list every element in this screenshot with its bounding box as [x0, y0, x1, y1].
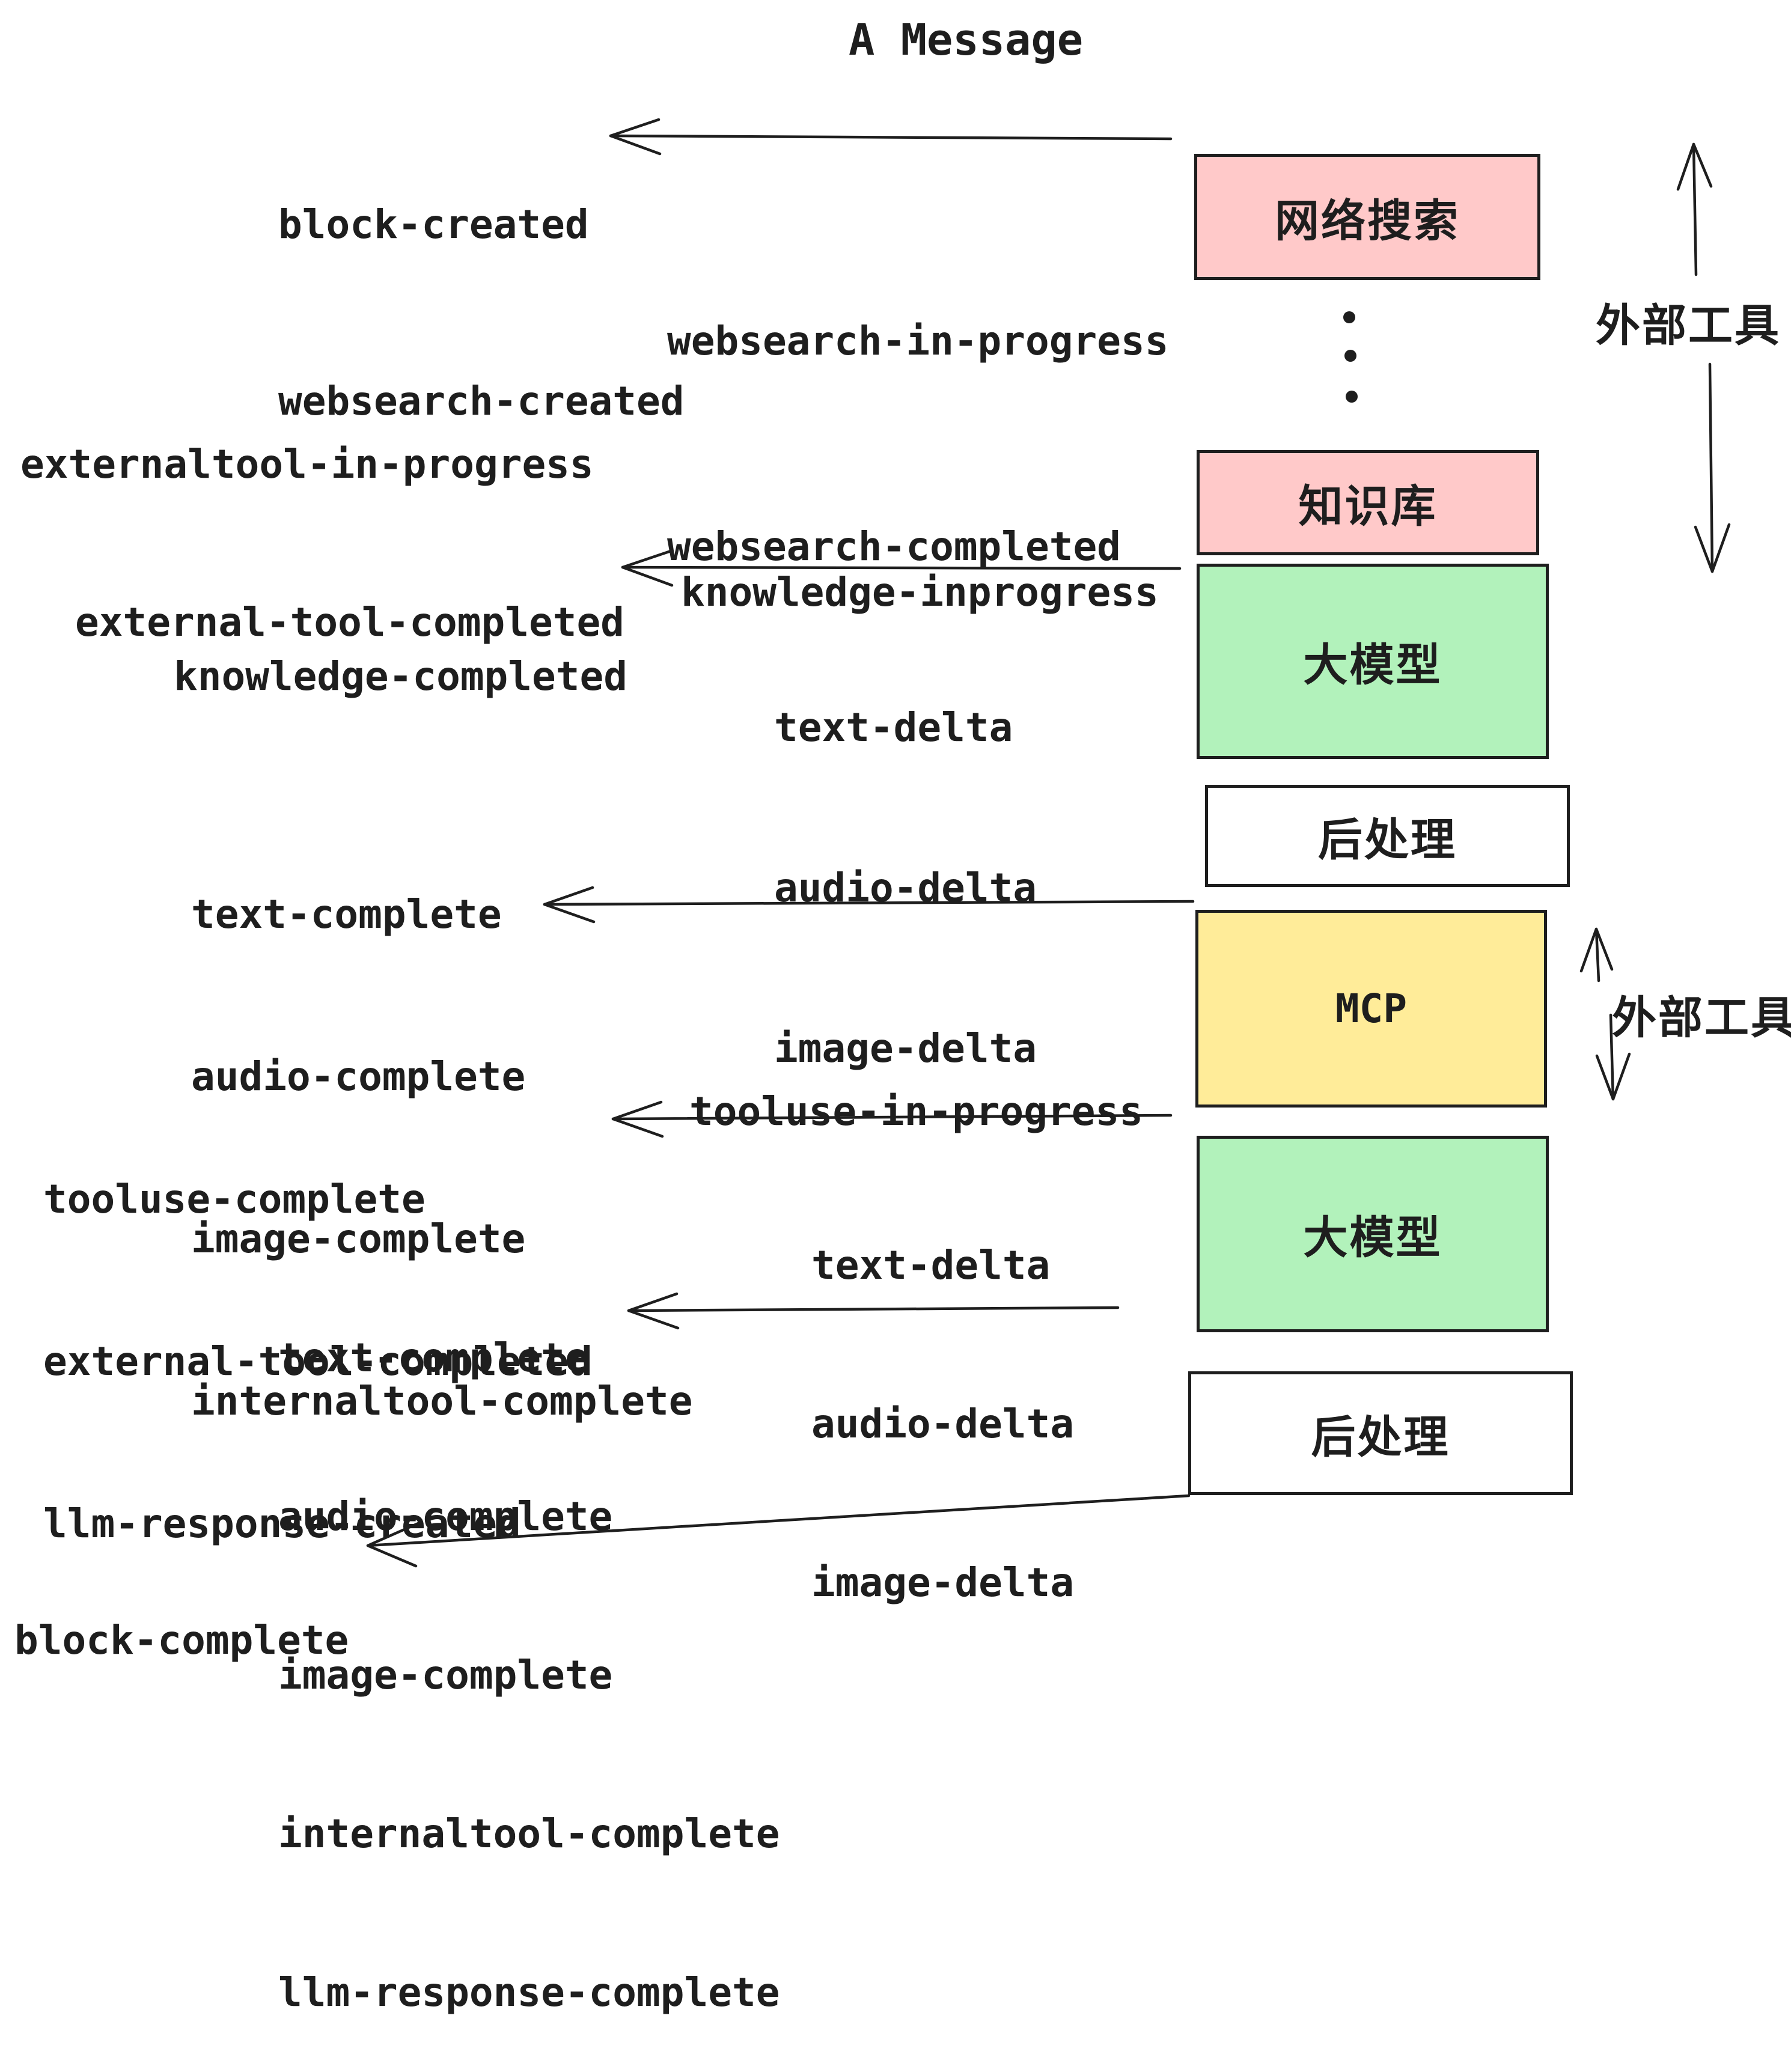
- event-label: image-delta: [774, 1025, 1037, 1071]
- event-group-created-top: block-created websearch-created: [278, 78, 685, 490]
- event-label: block-complete: [14, 1617, 349, 1663]
- event-label: text-delta: [774, 704, 1013, 751]
- dot: [1346, 391, 1358, 403]
- event-label: audio-complete: [191, 1053, 526, 1100]
- event-group-complete-top: text-complete audio-complete image-compl…: [191, 779, 692, 1482]
- arrow-image-complete-top: [543, 886, 1195, 924]
- arrow-head-left-icon: [366, 1521, 421, 1568]
- event-label: text-delta: [811, 1242, 1051, 1288]
- external-tools-mcp-label: 外部工具: [1612, 993, 1791, 1043]
- event-label: knowledge-completed: [174, 653, 627, 699]
- external-tools-top-up-arrow: [1676, 142, 1713, 276]
- event-group-knowledge-completed: knowledge-completed: [174, 556, 627, 749]
- event-label: llm-response-complete: [278, 1969, 780, 2016]
- mcp-box: MCP: [1195, 910, 1547, 1108]
- arrow-line: [621, 565, 1182, 570]
- arrow-head-down-icon: [1595, 1052, 1631, 1101]
- arrow-line: [1594, 927, 1600, 983]
- llm-box-bottom-label: 大模型: [1303, 1213, 1442, 1263]
- arrow-block-complete: [366, 1494, 1191, 1568]
- event-label: internaltool-complete: [278, 1811, 780, 1857]
- event-label: knowledge-inprogress: [681, 569, 1159, 615]
- event-label: text-complete: [191, 891, 502, 937]
- arrow-line: [1692, 142, 1698, 276]
- arrow-audio-complete-bottom: [627, 1292, 1120, 1330]
- arrow-line: [366, 1494, 1191, 1547]
- event-label: tooluse-in-progress: [689, 1088, 1143, 1135]
- arrow-head-left-icon: [609, 118, 662, 156]
- postprocess-box-top: 后处理: [1205, 785, 1570, 887]
- diagram-canvas: { "title": "A Message", "colors": { "ink…: [14, 14, 1791, 2016]
- event-label: websearch-in-progress: [667, 318, 1169, 364]
- postprocess-box-bottom-label: 后处理: [1311, 1412, 1450, 1462]
- llm-box-top-label: 大模型: [1303, 640, 1442, 690]
- event-label: block-created: [278, 201, 589, 248]
- arrow-head-left-icon: [611, 1100, 664, 1138]
- event-group-delta-bottom: text-delta audio-delta image-delta: [811, 1133, 1074, 1662]
- arrow-head-up-icon: [1579, 927, 1614, 973]
- event-group-tooluse-response: tooluse-complete external-tool-completed…: [43, 1064, 593, 1605]
- event-label: image-delta: [811, 1559, 1075, 1606]
- arrow-line: [1708, 362, 1714, 573]
- arrow-block-created: [609, 118, 1173, 156]
- external-tools-mcp-up-arrow: [1579, 927, 1614, 983]
- arrow-line: [627, 1306, 1120, 1312]
- arrow-knowledge-completed: [621, 549, 1182, 587]
- arrow-line: [1609, 1013, 1615, 1101]
- event-label: tooluse-complete: [43, 1176, 426, 1222]
- event-label: image-complete: [278, 1652, 613, 1698]
- event-group-block-complete: block-complete: [14, 1520, 349, 1713]
- arrow-head-left-icon: [627, 1292, 680, 1330]
- postprocess-box-top-label: 后处理: [1318, 814, 1457, 865]
- event-label: audio-delta: [774, 865, 1037, 911]
- external-tools-mcp-down-arrow: [1595, 1013, 1631, 1101]
- knowledge-box: 知识库: [1197, 450, 1539, 555]
- event-group-tooluse-in-progress: tooluse-in-progress: [689, 992, 1143, 1184]
- arrow-line: [609, 134, 1173, 141]
- arrow-line: [543, 900, 1195, 906]
- arrow-head-up-icon: [1676, 142, 1713, 191]
- arrow-tooluse-complete: [611, 1100, 1173, 1138]
- arrow-head-left-icon: [543, 886, 596, 924]
- event-group-websearch-status: websearch-in-progress websearch-complete…: [667, 170, 1168, 650]
- connectors-layer: [366, 118, 1731, 1568]
- websearch-box: 网络搜索: [1194, 154, 1540, 280]
- knowledge-box-label: 知识库: [1298, 481, 1438, 531]
- event-label: external-tool-completed: [75, 599, 624, 645]
- ellipsis-dots-icon: [1343, 311, 1358, 403]
- event-label: externaltool-in-progress: [20, 441, 594, 487]
- event-group-delta-top: text-delta audio-delta image-delta: [774, 594, 1037, 1129]
- arrow-line: [611, 1114, 1173, 1121]
- event-group-complete-bottom: text-complete audio-complete image-compl…: [278, 1226, 780, 2072]
- event-label: audio-complete: [278, 1493, 613, 1540]
- event-label: image-complete: [191, 1216, 526, 1262]
- event-label: audio-delta: [811, 1401, 1075, 1447]
- arrow-head-left-icon: [621, 549, 674, 587]
- event-group-externaltool-in-progress: externaltool-in-progress: [20, 344, 594, 537]
- mcp-box-label: MCP: [1335, 986, 1408, 1032]
- arrow-head-down-icon: [1694, 523, 1731, 573]
- event-label: internaltool-complete: [191, 1378, 693, 1424]
- event-group-knowledge-inprogress: knowledge-inprogress: [681, 472, 1159, 665]
- event-label: llm-response-created: [43, 1501, 521, 1547]
- dot: [1343, 311, 1355, 323]
- external-tools-top-label: 外部工具: [1596, 300, 1781, 350]
- event-group-external-tool-completed-top: external-tool-completed: [75, 502, 624, 695]
- event-label: websearch-completed: [667, 523, 1121, 570]
- dot: [1344, 350, 1356, 362]
- llm-box-top: 大模型: [1197, 564, 1549, 759]
- llm-box-bottom: 大模型: [1197, 1136, 1549, 1332]
- event-label: websearch-created: [278, 378, 685, 424]
- postprocess-box-bottom: 后处理: [1188, 1371, 1573, 1495]
- event-label: text-complete: [278, 1335, 589, 1381]
- external-tools-top-down-arrow: [1694, 362, 1731, 573]
- websearch-box-label: 网络搜索: [1275, 195, 1460, 246]
- event-label: external-tool-completed: [43, 1338, 593, 1385]
- page-title: A Message: [849, 14, 1084, 65]
